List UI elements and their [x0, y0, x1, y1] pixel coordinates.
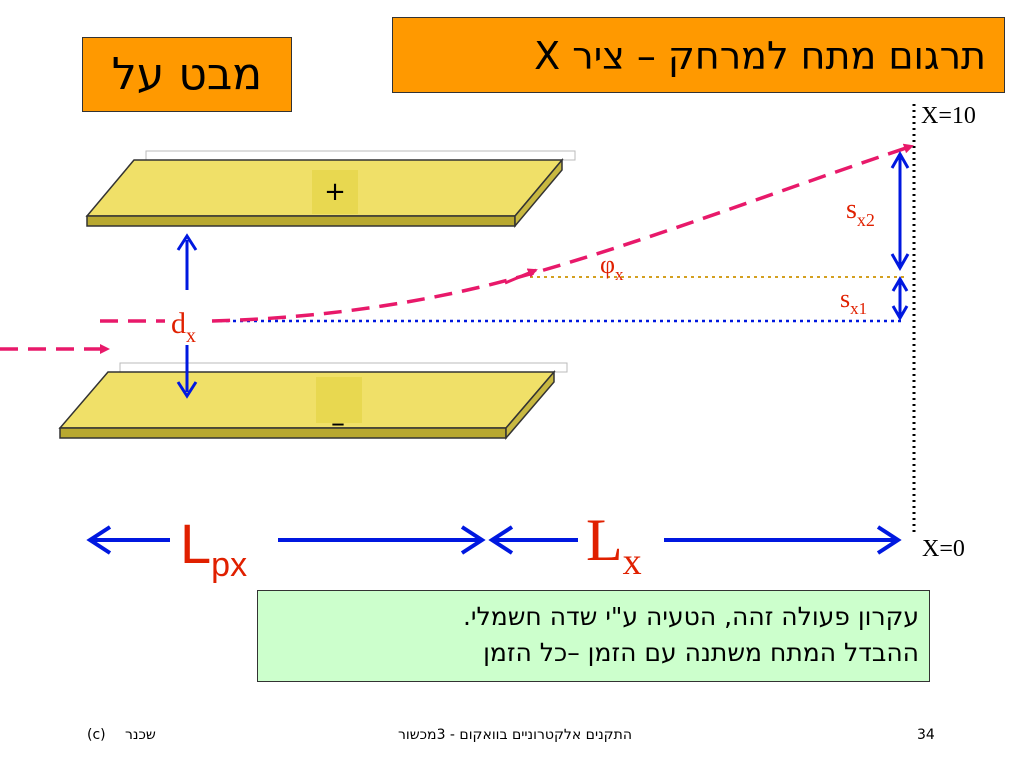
- page-number: 34: [917, 727, 935, 743]
- bottom-plate: –: [58, 362, 568, 441]
- lx-label: Lx: [586, 507, 642, 583]
- x0-label: X=0: [922, 536, 965, 562]
- footer-course: התקנים אלקטרוניים בוואקום - 3מכשור: [398, 727, 632, 743]
- sx1-arrow: [891, 276, 909, 321]
- dx-arrow: [176, 233, 198, 399]
- note-line-1: עקרון פעולה זהה, הטעיה ע"י שדה חשמלי.: [462, 602, 919, 631]
- beam-tangent-arrow: [504, 268, 538, 285]
- lx-arrow: [488, 525, 902, 555]
- view-label: מבט על: [82, 37, 292, 112]
- footer-copyright: (c): [87, 727, 106, 743]
- lpx-label: Lpx: [180, 512, 247, 584]
- sx2-label: sx2: [846, 194, 875, 230]
- sx2-arrow: [890, 150, 910, 272]
- note-line-2: ההבדל המתח משתנה עם הזמן –כל הזמן: [483, 638, 919, 667]
- slide-title: תרגום מתח למרחק – ציר X: [392, 17, 1005, 93]
- top-plate: +: [85, 150, 576, 229]
- dx-label: dx: [171, 307, 196, 347]
- plus-sign: +: [324, 177, 346, 207]
- explanation-note: עקרון פעולה זהה, הטעיה ע"י שדה חשמלי. הה…: [257, 590, 930, 682]
- phi-label: φx: [600, 250, 624, 284]
- deflected-beam: [100, 146, 912, 323]
- x10-label: X=10: [921, 103, 976, 129]
- minus-sign: –: [331, 406, 345, 439]
- sx1-label: sx1: [840, 284, 867, 318]
- footer-author: שכנר: [125, 727, 156, 743]
- lpx-arrow: [86, 525, 486, 555]
